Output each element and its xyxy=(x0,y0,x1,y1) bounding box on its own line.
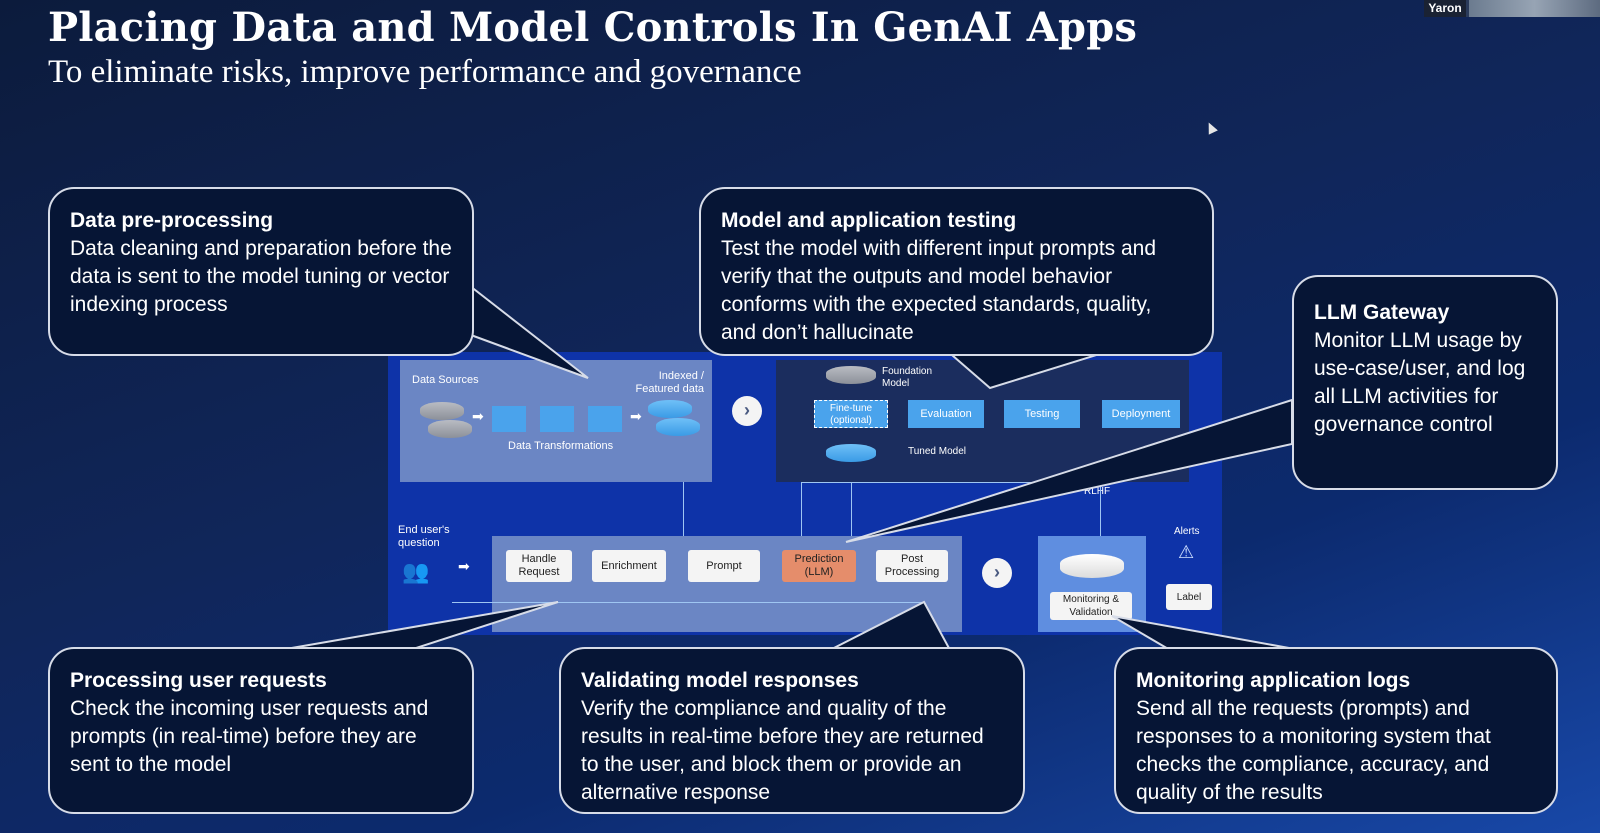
request-pipeline-panel: Handle Request Enrichment Prompt Predict… xyxy=(452,536,962,632)
data-source-db-icon xyxy=(428,420,472,438)
data-source-db-icon xyxy=(420,402,464,420)
slide-subtitle: To eliminate risks, improve performance … xyxy=(48,54,802,90)
indexed-db-icon xyxy=(656,418,700,436)
connector-line xyxy=(801,482,1101,483)
callout-body: Check the incoming user requests and pro… xyxy=(70,697,429,776)
indexed-data-label: Indexed / Featured data xyxy=(635,370,705,395)
label-box: Label xyxy=(1166,584,1212,610)
next-arrow-icon: › xyxy=(982,558,1012,588)
callout-body: Send all the requests (prompts) and resp… xyxy=(1136,697,1491,804)
callout-body: Test the model with different input prom… xyxy=(721,237,1157,344)
callout-llm-gateway: LLM Gateway Monitor LLM usage by use-cas… xyxy=(1292,275,1558,490)
presenter-name: Yaron xyxy=(1424,0,1466,17)
callout-title: LLM Gateway xyxy=(1314,301,1450,324)
prediction-llm-box: Prediction (LLM) xyxy=(782,550,856,582)
evaluation-box: Evaluation xyxy=(908,400,984,428)
arrow-right-icon: ➡ xyxy=(458,558,470,574)
callout-processing-requests: Processing user requests Check the incom… xyxy=(48,647,474,814)
transform-step xyxy=(540,406,574,432)
prompt-box: Prompt xyxy=(688,550,760,582)
alerts-label: Alerts xyxy=(1174,526,1200,537)
pointer-monitoring-logs xyxy=(1111,615,1301,651)
callout-model-testing: Model and application testing Test the m… xyxy=(699,187,1214,356)
callout-title: Processing user requests xyxy=(70,669,327,692)
next-arrow-icon: › xyxy=(732,396,762,426)
callout-body: Monitor LLM usage by use-case/user, and … xyxy=(1314,329,1526,436)
warning-icon: ⚠ xyxy=(1178,542,1195,562)
callout-title: Validating model responses xyxy=(581,669,859,692)
foundation-model-label: Foundation Model xyxy=(882,366,933,389)
connector-line xyxy=(1100,482,1101,536)
monitoring-panel: Monitoring & Validation xyxy=(1038,536,1146,632)
callout-monitoring-logs: Monitoring application logs Send all the… xyxy=(1114,647,1558,814)
callout-data-preprocessing: Data pre-processing Data cleaning and pr… xyxy=(48,187,474,356)
data-sources-label: Data Sources xyxy=(412,374,479,386)
data-transformations-label: Data Transformations xyxy=(508,440,614,452)
presenter-video-thumbnail[interactable]: Yaron xyxy=(1424,0,1600,17)
monitoring-db-icon xyxy=(1060,554,1124,578)
deployment-box: Deployment xyxy=(1102,400,1180,428)
foundation-model-db-icon xyxy=(826,366,876,384)
callout-title: Data pre-processing xyxy=(70,209,274,232)
indexed-db-icon xyxy=(648,400,692,418)
arrow-right-icon: ➡ xyxy=(630,408,642,424)
handle-request-box: Handle Request xyxy=(506,550,572,582)
data-preparation-panel: Data Sources ➡ ➡ Data Transformations In… xyxy=(400,360,712,482)
enrichment-box: Enrichment xyxy=(592,550,666,582)
callout-title: Model and application testing xyxy=(721,209,1017,232)
tuned-model-db-icon xyxy=(826,444,876,462)
end-user-question-label: End user's question xyxy=(398,524,450,549)
testing-box: Testing xyxy=(1004,400,1080,428)
architecture-diagram: Data Sources ➡ ➡ Data Transformations In… xyxy=(388,352,1222,635)
callout-body: Verify the compliance and quality of the… xyxy=(581,697,984,804)
callout-body: Data cleaning and preparation before the… xyxy=(70,237,452,316)
monitoring-validation-box: Monitoring & Validation xyxy=(1050,592,1132,620)
fine-tune-box: Fine-tune (optional) xyxy=(814,400,888,428)
connector-line xyxy=(683,482,684,536)
callout-validating-responses: Validating model responses Verify the co… xyxy=(559,647,1025,814)
users-icon: 👥 xyxy=(402,559,430,584)
connector-line xyxy=(851,482,852,536)
connector-line xyxy=(452,602,922,603)
rlhf-label: RLHF xyxy=(1084,486,1111,497)
post-processing-box: Post Processing xyxy=(876,550,948,582)
transform-step xyxy=(588,406,622,432)
connector-line xyxy=(801,482,802,536)
callout-title: Monitoring application logs xyxy=(1136,669,1411,692)
slide-title: Placing Data and Model Controls In GenAI… xyxy=(48,4,1138,51)
transform-step xyxy=(492,406,526,432)
pointer-processing-requests xyxy=(279,601,559,651)
tuned-model-label: Tuned Model xyxy=(908,446,966,457)
presenter-camera-feed xyxy=(1469,0,1600,17)
pointer-validating-responses xyxy=(829,600,952,651)
pointer-llm-gateway xyxy=(845,398,1293,543)
arrow-right-icon: ➡ xyxy=(472,408,484,424)
